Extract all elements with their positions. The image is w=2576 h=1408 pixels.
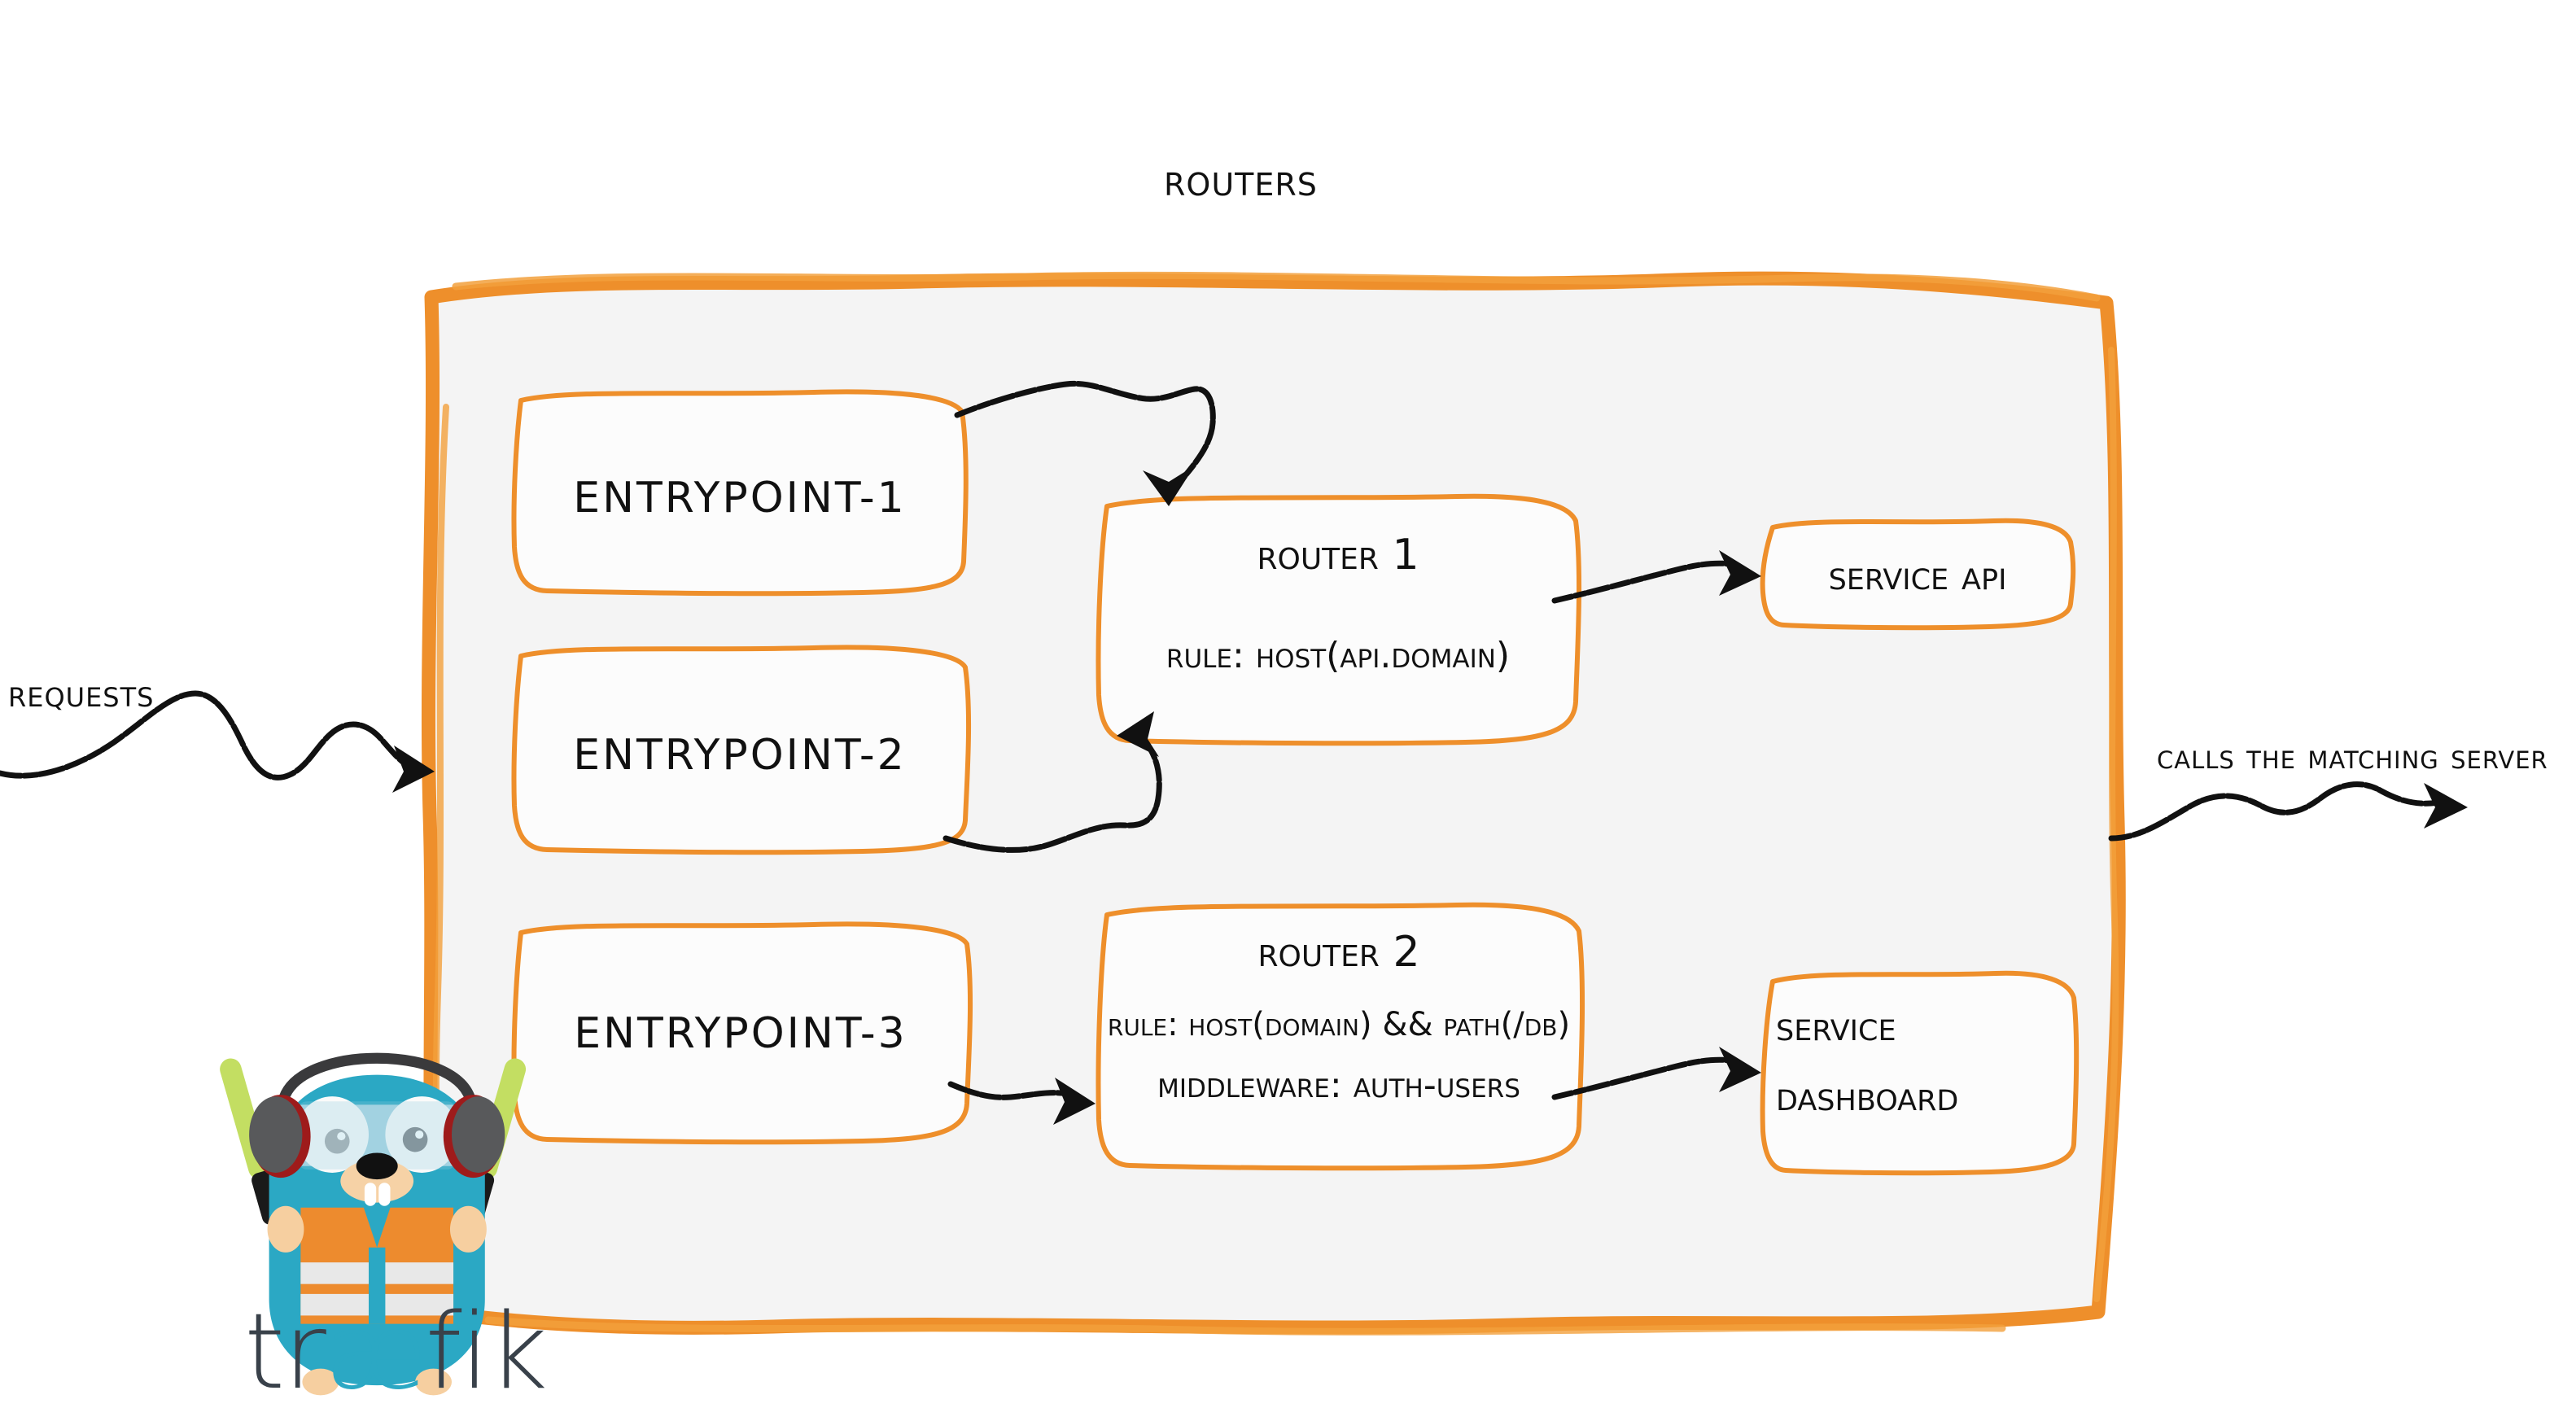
service-dashboard-label-line1: Service: [1776, 1003, 1896, 1050]
headphone-right: [443, 1095, 505, 1178]
service-box-api[interactable]: [1760, 518, 2076, 631]
paw-right: [449, 1205, 487, 1253]
arrow-ep1-router1: [954, 380, 1216, 506]
arrow-requests-in: [0, 690, 435, 793]
entrypoint-box-3[interactable]: [511, 921, 973, 1145]
safety-vest: [300, 1207, 454, 1324]
wordmark-ae-ligature: æ: [324, 1292, 427, 1408]
entrypoint-box-2[interactable]: [511, 645, 972, 855]
router-1-rule: rule: Host(api.domain): [1166, 635, 1511, 676]
wordmark-tr: tr: [244, 1292, 326, 1408]
entrypoint-1-label: entrypoint-1: [573, 474, 907, 523]
traefik-wordmark: træfik: [244, 1301, 548, 1405]
arrow-ep2-router2: [942, 711, 1162, 853]
service-api-label: Service API: [1828, 552, 2007, 599]
page-title: Routers: [1164, 155, 1318, 206]
paw-left: [267, 1205, 304, 1253]
entrypoint-2-label: entrypoint-2: [573, 731, 907, 780]
nose: [356, 1152, 398, 1180]
foot-left: [302, 1368, 339, 1396]
arrow-ep3-router2: [947, 1078, 1096, 1125]
wordmark-fik: fik: [425, 1292, 549, 1408]
entrypoint-box-1[interactable]: [511, 389, 969, 597]
calls-the-matching-server-label: Calls the matching server: [2157, 737, 2548, 776]
router-box-1[interactable]: [1096, 493, 1582, 746]
router-1-title: Router 1: [1257, 531, 1419, 579]
headphone-left: [249, 1095, 311, 1178]
entrypoint-3-label: entrypoint-3: [574, 1009, 908, 1058]
service-box-dashboard[interactable]: [1760, 970, 2080, 1176]
router-box-2[interactable]: [1096, 902, 1585, 1171]
router-2-title: Router 2: [1257, 928, 1420, 977]
service-dashboard-label-line2: Dashboard: [1776, 1073, 1959, 1120]
requests-label: Requests: [8, 671, 155, 715]
router-2-middleware: Middleware: auth-users: [1157, 1065, 1520, 1106]
foot-right: [415, 1368, 452, 1396]
headphone-band: [278, 1052, 476, 1104]
router-2-rule: rule: Host(domain) && Path(/db): [1107, 1006, 1571, 1043]
arrow-router2-dashboard: [1551, 1047, 1761, 1100]
arrow-calls-out: [2108, 781, 2468, 842]
traefik-gopher-mascot: [220, 1052, 527, 1396]
arrow-router1-serviceapi: [1551, 550, 1761, 604]
